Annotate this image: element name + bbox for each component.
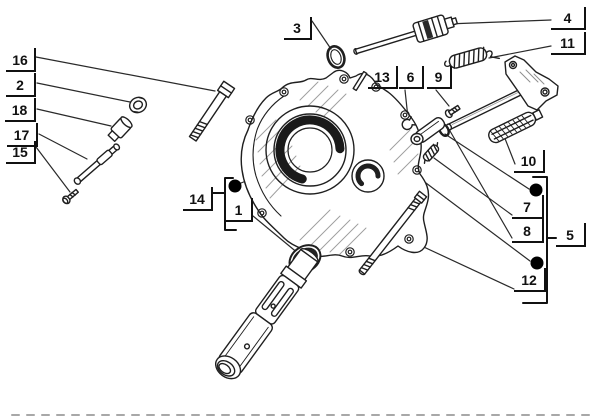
return-spring-part-11: [444, 46, 501, 69]
callout-13: 13: [368, 66, 398, 89]
cap-nut-part-2: [128, 96, 148, 114]
gearbox-housing: [240, 69, 430, 259]
housing-bolt-holes: [245, 74, 422, 257]
leader-lines: [35, 19, 552, 290]
callout-4: 4: [551, 7, 586, 30]
group-bracket-5: [522, 176, 557, 304]
clip-part-6: [401, 116, 417, 131]
callout-3: 3: [284, 17, 312, 40]
splined-pin-part-10: [488, 109, 544, 144]
callout-8: 8: [512, 219, 544, 243]
selector-sleeve-assembly: [214, 247, 319, 380]
callout-11: 11: [551, 32, 586, 55]
seal-ring-part-3: [326, 45, 346, 69]
pin-part-13: [352, 70, 368, 92]
group-bracket-14: [212, 177, 237, 231]
bolt-part-16: [188, 80, 236, 142]
selector-shaft-part-4: [353, 14, 458, 55]
housing-hatching: [255, 81, 419, 255]
part-marker-dots: [228, 179, 544, 270]
selector-lever: [504, 55, 559, 111]
screw-part-9: [444, 104, 461, 119]
dot-marker: [529, 183, 543, 197]
callout-16: 16: [6, 48, 36, 72]
callout-12: 12: [514, 268, 546, 292]
dot-marker: [530, 256, 544, 270]
callout-6: 6: [399, 66, 424, 89]
callout-1: 1: [226, 198, 253, 222]
selector-arm: [410, 117, 446, 146]
callout-2: 2: [6, 73, 36, 97]
screw-part-15: [62, 188, 79, 205]
stud-part-12: [358, 190, 428, 276]
dot-marker: [228, 179, 242, 193]
callout-5: 5: [556, 223, 586, 247]
callout-18: 18: [5, 98, 36, 122]
callout-10: 10: [514, 150, 545, 173]
callout-17: 17: [7, 123, 38, 147]
pushrod-part-17: [73, 143, 121, 185]
spring-part-7: [422, 142, 440, 164]
callout-9: 9: [427, 66, 452, 89]
callout-15: 15: [6, 141, 36, 164]
callout-14: 14: [183, 187, 213, 211]
callout-7: 7: [512, 195, 544, 219]
bushing-part-18: [107, 116, 133, 143]
